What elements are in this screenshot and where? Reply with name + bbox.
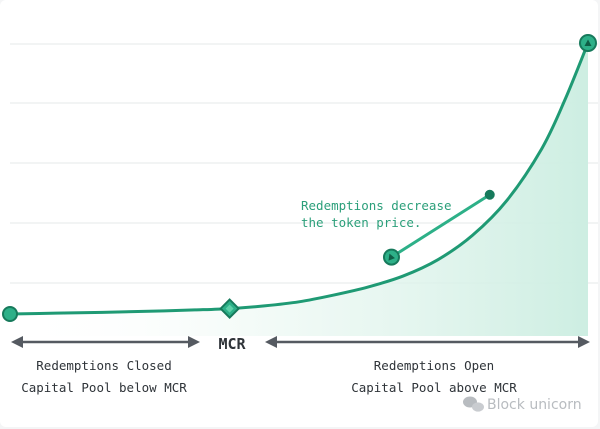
arrow-left-head-icon — [11, 336, 23, 348]
closed-region-arrow — [11, 336, 200, 348]
closed-region-sublabel: Capital Pool below MCR — [21, 380, 187, 395]
curve-markers — [2, 34, 597, 322]
open-region-sublabel: Capital Pool above MCR — [351, 380, 517, 395]
open-region-label: Redemptions Open — [374, 358, 494, 373]
annotation-head-triangle — [388, 253, 395, 261]
annotation-arrow-tail — [484, 189, 495, 200]
annotation: Redemptions decrease the token price. — [301, 189, 495, 266]
annotation-text-line2: the token price. — [301, 215, 421, 230]
arrow-right-head-icon — [578, 336, 590, 348]
area-fill — [10, 43, 588, 336]
arrow-left-head-icon — [265, 336, 277, 348]
price-curve — [8, 41, 590, 316]
annotation-arrow-head-icon — [382, 248, 400, 266]
open-region-arrow — [265, 336, 590, 348]
mcr-label: MCR — [218, 335, 246, 353]
annotation-arrow-line — [389, 193, 492, 259]
watermark-text: Block unicorn — [487, 397, 582, 413]
arrow-right-head-icon — [188, 336, 200, 348]
marker-start — [2, 306, 18, 322]
watermark: Block unicorn — [463, 396, 582, 413]
wechat-icon — [463, 396, 484, 412]
marker-end-triangle-icon — [584, 39, 592, 46]
closed-region-label: Redemptions Closed — [36, 358, 171, 373]
marker-MCR-inner — [225, 304, 234, 313]
annotation-text-line1: Redemptions decrease — [301, 198, 452, 213]
